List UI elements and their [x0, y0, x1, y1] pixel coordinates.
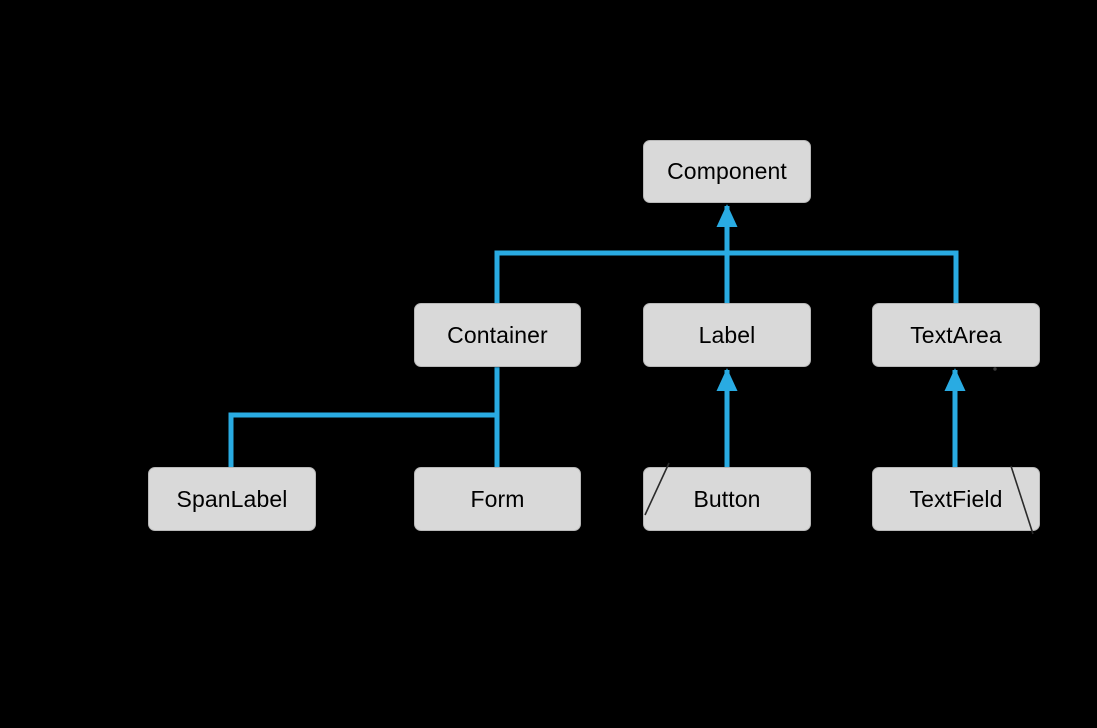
node-textarea-label: TextArea	[910, 321, 1002, 348]
node-component-label: Component	[667, 158, 787, 184]
edge-spanlabel-to-container	[228, 412, 497, 467]
node-button[interactable]: Button	[643, 467, 811, 531]
node-button-label: Button	[693, 485, 761, 512]
node-form[interactable]: Form	[414, 467, 581, 531]
node-label[interactable]: Label	[643, 303, 811, 367]
node-textfield-label: TextField	[909, 485, 1003, 512]
node-textfield[interactable]: TextField	[872, 467, 1040, 531]
node-component[interactable]: Component	[643, 140, 811, 203]
node-spanlabel[interactable]: SpanLabel	[148, 467, 316, 531]
node-textarea[interactable]: TextArea	[872, 303, 1040, 367]
node-label-label: Label	[698, 321, 756, 348]
node-container-label: Container	[447, 321, 548, 348]
node-container[interactable]: Container	[414, 303, 581, 367]
node-form-label: Form	[470, 485, 525, 512]
node-spanlabel-label: SpanLabel	[176, 485, 288, 512]
